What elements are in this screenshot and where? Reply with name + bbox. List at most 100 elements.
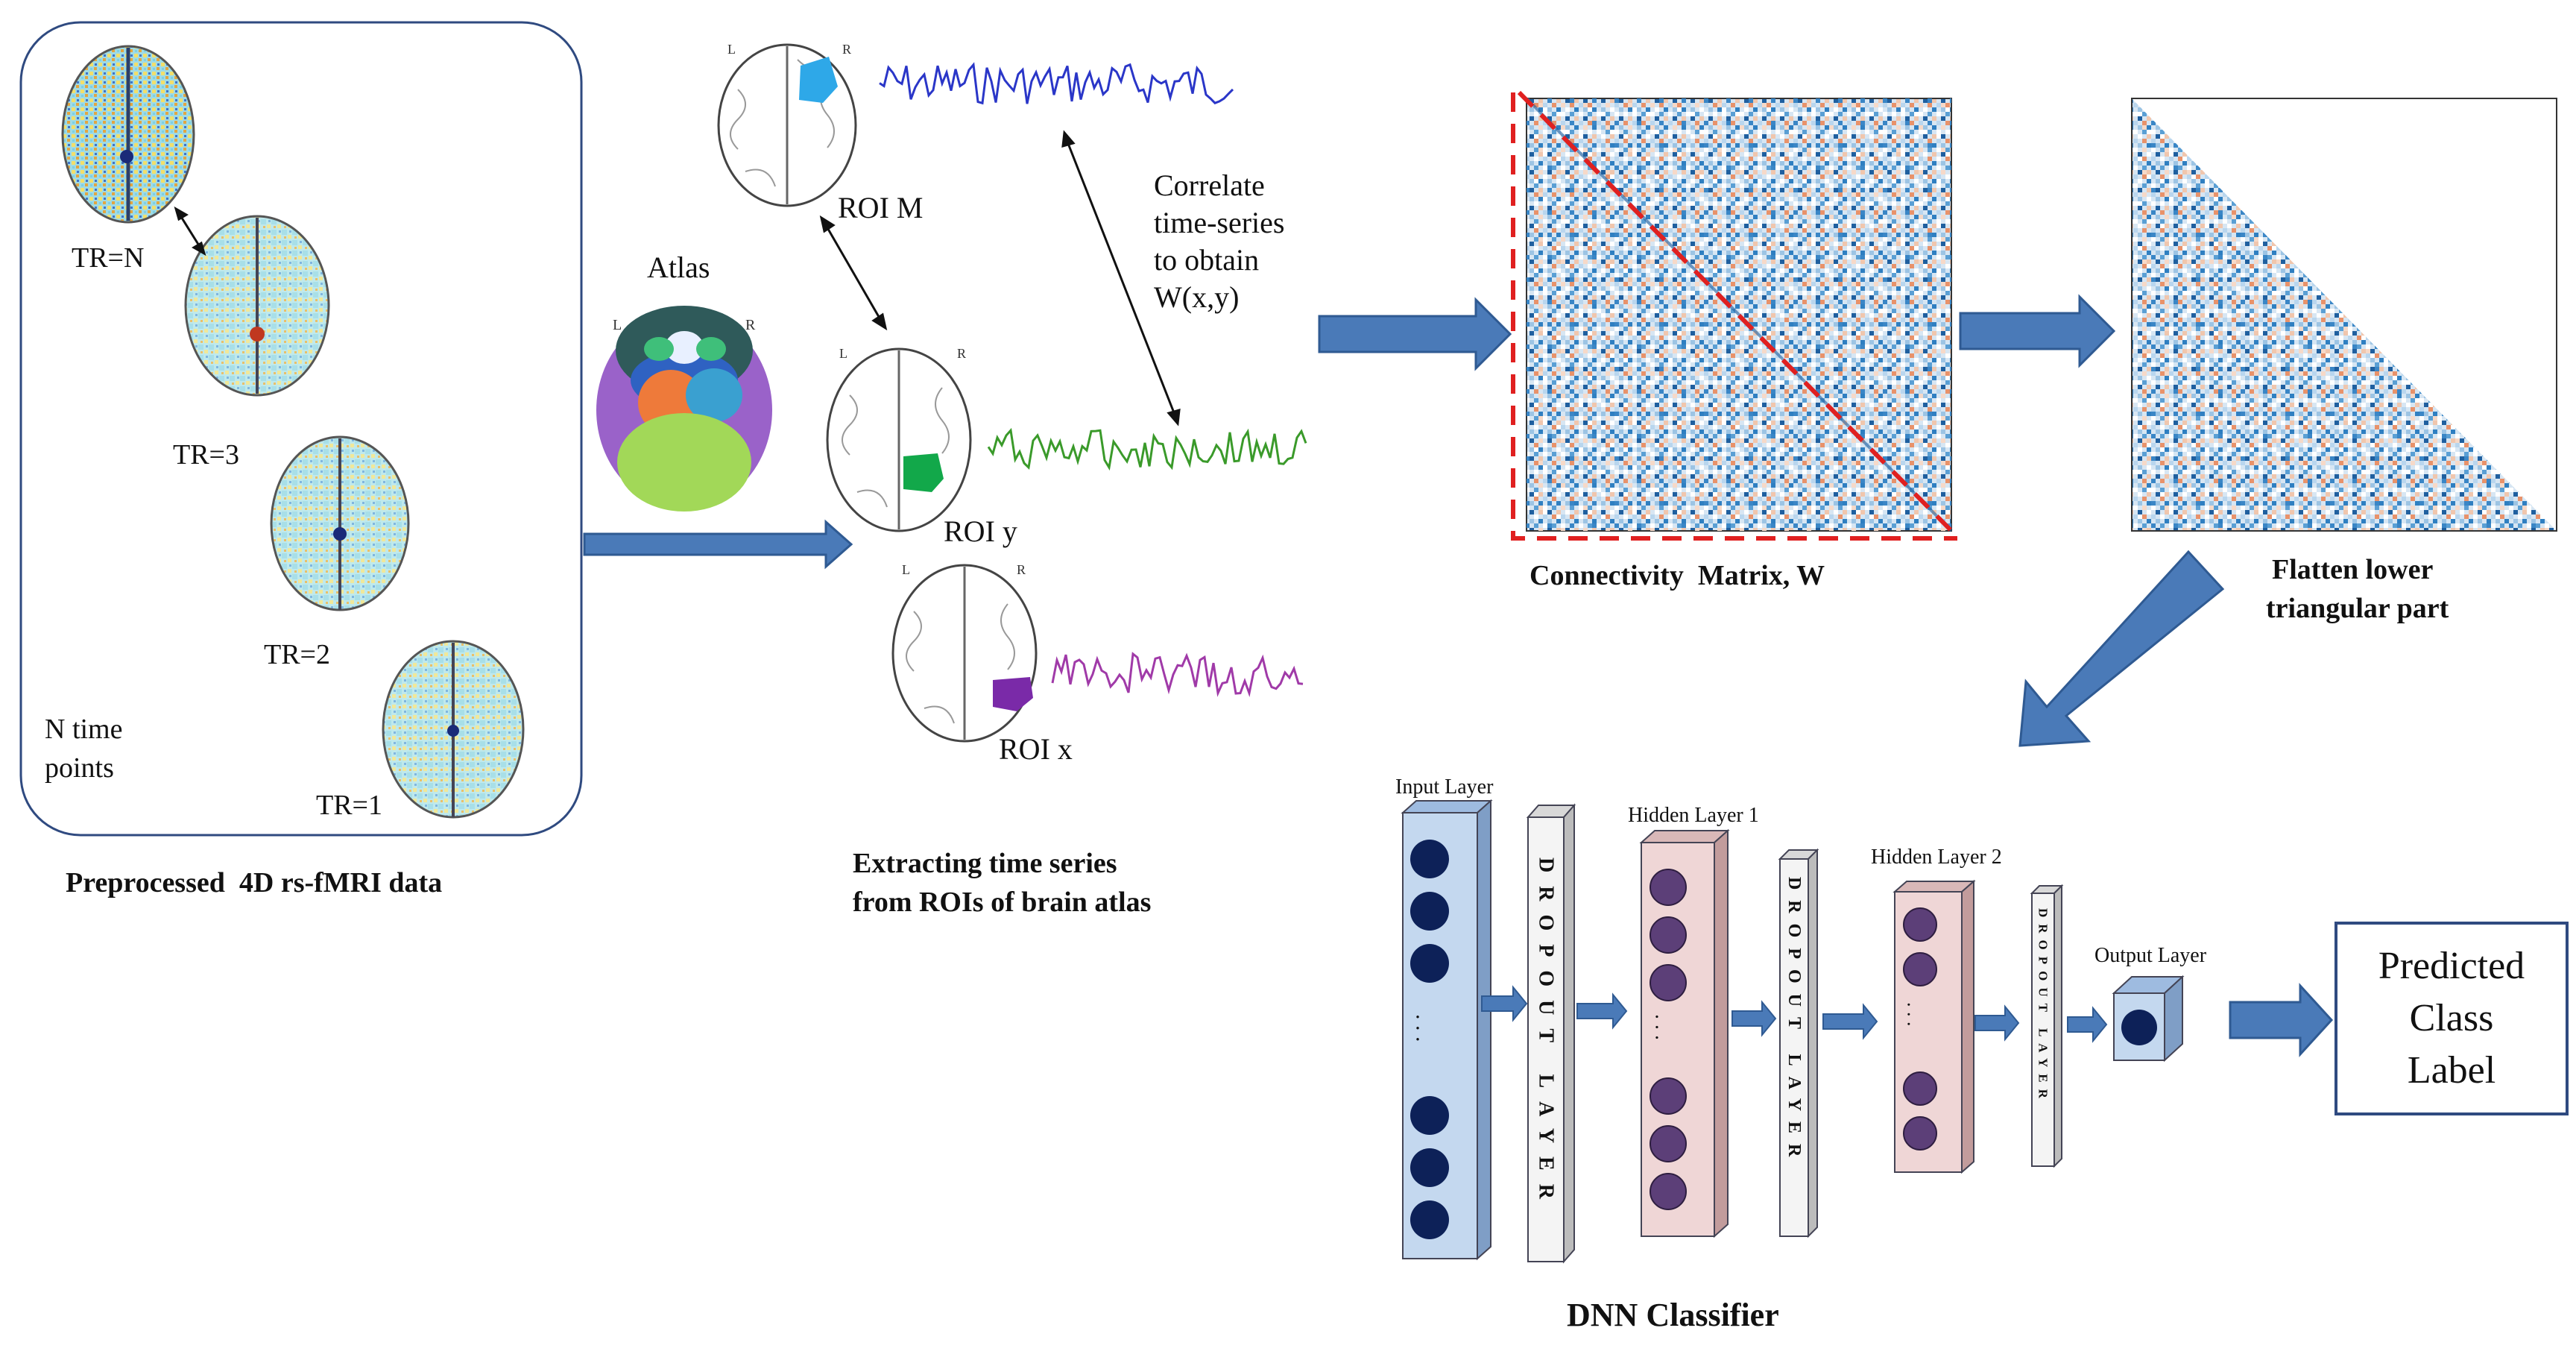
dropout-text-1: DROPOUT LAYER [1535, 857, 1558, 1212]
input-neuron [1410, 1096, 1449, 1135]
atlas-left-mark: L [613, 317, 622, 333]
correlation-arrow [1061, 130, 1181, 427]
brain-slice-tr-n [61, 45, 195, 224]
roi-m-left-mark: L [727, 42, 736, 57]
hidden-neuron [1650, 1125, 1687, 1162]
input-layer [1401, 799, 1493, 1261]
flatten-line2: triangular part [2266, 593, 2449, 624]
time-series-roi-x [1051, 652, 1304, 698]
tr-label-1: TR=1 [316, 790, 382, 821]
input-layer-label: Input Layer [1395, 775, 1494, 799]
tr-double-arrow [174, 206, 206, 256]
roi-x-label: ROI x [999, 732, 1073, 766]
roi-caption-line2: from ROIs of brain atlas [853, 887, 1151, 918]
prediction-line1: Predicted [2378, 945, 2525, 987]
input-neuron [1410, 1200, 1449, 1239]
correlate-line-4: W(x,y) [1154, 280, 1239, 314]
arrow-to-flatten [1959, 294, 2116, 368]
fmri-caption: Preprocessed 4D rs-fMRI data [66, 867, 442, 898]
brain-slice-tr-3 [184, 215, 330, 397]
arrow-to-prediction [2229, 983, 2334, 1057]
arrow-dropout2-to-hidden2 [1822, 1003, 1878, 1040]
brain-slice-tr-2 [270, 435, 410, 611]
hidden-layer-2 [1892, 879, 1976, 1174]
hidden-neuron [1903, 952, 1937, 986]
roi-m-right-mark: R [842, 42, 851, 57]
roi-y-left-mark: L [839, 346, 847, 361]
correlate-line-3: to obtain [1154, 243, 1259, 277]
dnn-caption: DNN Classifier [1567, 1297, 1779, 1333]
tr-label-n: TR=N [72, 242, 144, 274]
hidden-1-neurons [1650, 869, 1687, 1210]
prediction-line3: Label [2408, 1049, 2496, 1092]
dropout-text-2: DROPOUT LAYER [1784, 877, 1804, 1167]
hidden-2-neurons [1903, 907, 1937, 1151]
matrix-caption: Connectivity Matrix, W [1530, 560, 1825, 591]
flatten-line1: Flatten lower [2272, 554, 2433, 585]
time-series-roi-y [987, 427, 1307, 471]
hidden-neuron [1903, 1071, 1937, 1106]
dropout-layer-3 [2030, 884, 2064, 1168]
atlas-brain [596, 306, 772, 512]
arrow-input-to-dropout [1481, 985, 1528, 1022]
hidden-layer-2-label: Hidden Layer 2 [1871, 846, 2002, 869]
prediction-line2: Class [2410, 997, 2494, 1039]
hidden-neuron [1650, 1077, 1687, 1115]
dropout-layer-2 [1778, 848, 1819, 1238]
hidden-2-dots: . . . [1904, 1002, 1925, 1027]
arrow-dropout3-to-output [2067, 1006, 2108, 1043]
hidden-neuron [1650, 916, 1687, 954]
hidden-neuron [1903, 907, 1937, 942]
arrow-to-dnn [2018, 550, 2225, 747]
input-neurons [1410, 840, 1449, 1239]
input-neuron [1410, 1148, 1449, 1187]
matrix-lower-dashed-outline [1511, 92, 1957, 541]
arrow-hidden1-to-dropout2 [1731, 1000, 1777, 1037]
output-layer-label: Output Layer [2094, 944, 2207, 967]
correlate-line-1: Correlate [1154, 169, 1265, 202]
roi-m-to-roi-y-arrow [819, 215, 888, 331]
correlate-line-2: time-series [1154, 206, 1285, 239]
hidden-layer-1-label: Hidden Layer 1 [1628, 804, 1759, 827]
hidden-neuron [1650, 1173, 1687, 1210]
input-neuron [1410, 944, 1449, 983]
tr-label-2: TR=2 [264, 639, 330, 670]
lower-triangle-matrix [2131, 98, 2557, 532]
prediction-box [2334, 922, 2569, 1115]
n-time-line1: N time [45, 714, 122, 745]
hidden-neuron [1903, 1116, 1937, 1151]
hidden-1-dots: . . . [1651, 1014, 1674, 1040]
arrow-hidden2-to-dropout3 [1974, 1004, 2020, 1042]
input-dots: . . . [1412, 1014, 1436, 1042]
roi-y-label: ROI y [944, 514, 1017, 548]
arrow-fmri-to-roi [583, 519, 853, 570]
atlas-right-mark: R [745, 317, 756, 333]
roi-m-label: ROI M [838, 191, 923, 224]
atlas-title: Atlas [647, 251, 710, 284]
hidden-layer-1 [1639, 828, 1730, 1238]
matrix-diagonal-dashed [1517, 90, 1960, 539]
roi-x-left-mark: L [902, 562, 910, 577]
dropout-layer-1 [1526, 803, 1576, 1264]
hidden-neuron [1650, 964, 1687, 1001]
input-neuron [1410, 892, 1449, 931]
n-time-line2: points [45, 752, 114, 784]
arrow-to-matrix [1318, 297, 1512, 371]
roi-y-right-mark: R [957, 346, 966, 361]
roi-y-brain [826, 347, 972, 532]
input-neuron [1410, 840, 1449, 878]
roi-x-right-mark: R [1017, 562, 1026, 577]
roi-x-brain [891, 564, 1038, 743]
brain-slice-tr-1 [382, 640, 525, 819]
roi-m-brain [717, 43, 857, 207]
roi-caption-line1: Extracting time series [853, 848, 1117, 879]
fmri-panel-border [19, 21, 583, 837]
time-series-roi-m [879, 62, 1234, 105]
dropout-text-3: DROPOUT LAYER [2036, 908, 2051, 1105]
arrow-dropout1-to-hidden1 [1576, 992, 1628, 1030]
output-layer [2112, 975, 2185, 1063]
tr-label-3: TR=3 [173, 439, 239, 470]
output-neuron [2121, 1010, 2157, 1045]
hidden-neuron [1650, 869, 1687, 906]
